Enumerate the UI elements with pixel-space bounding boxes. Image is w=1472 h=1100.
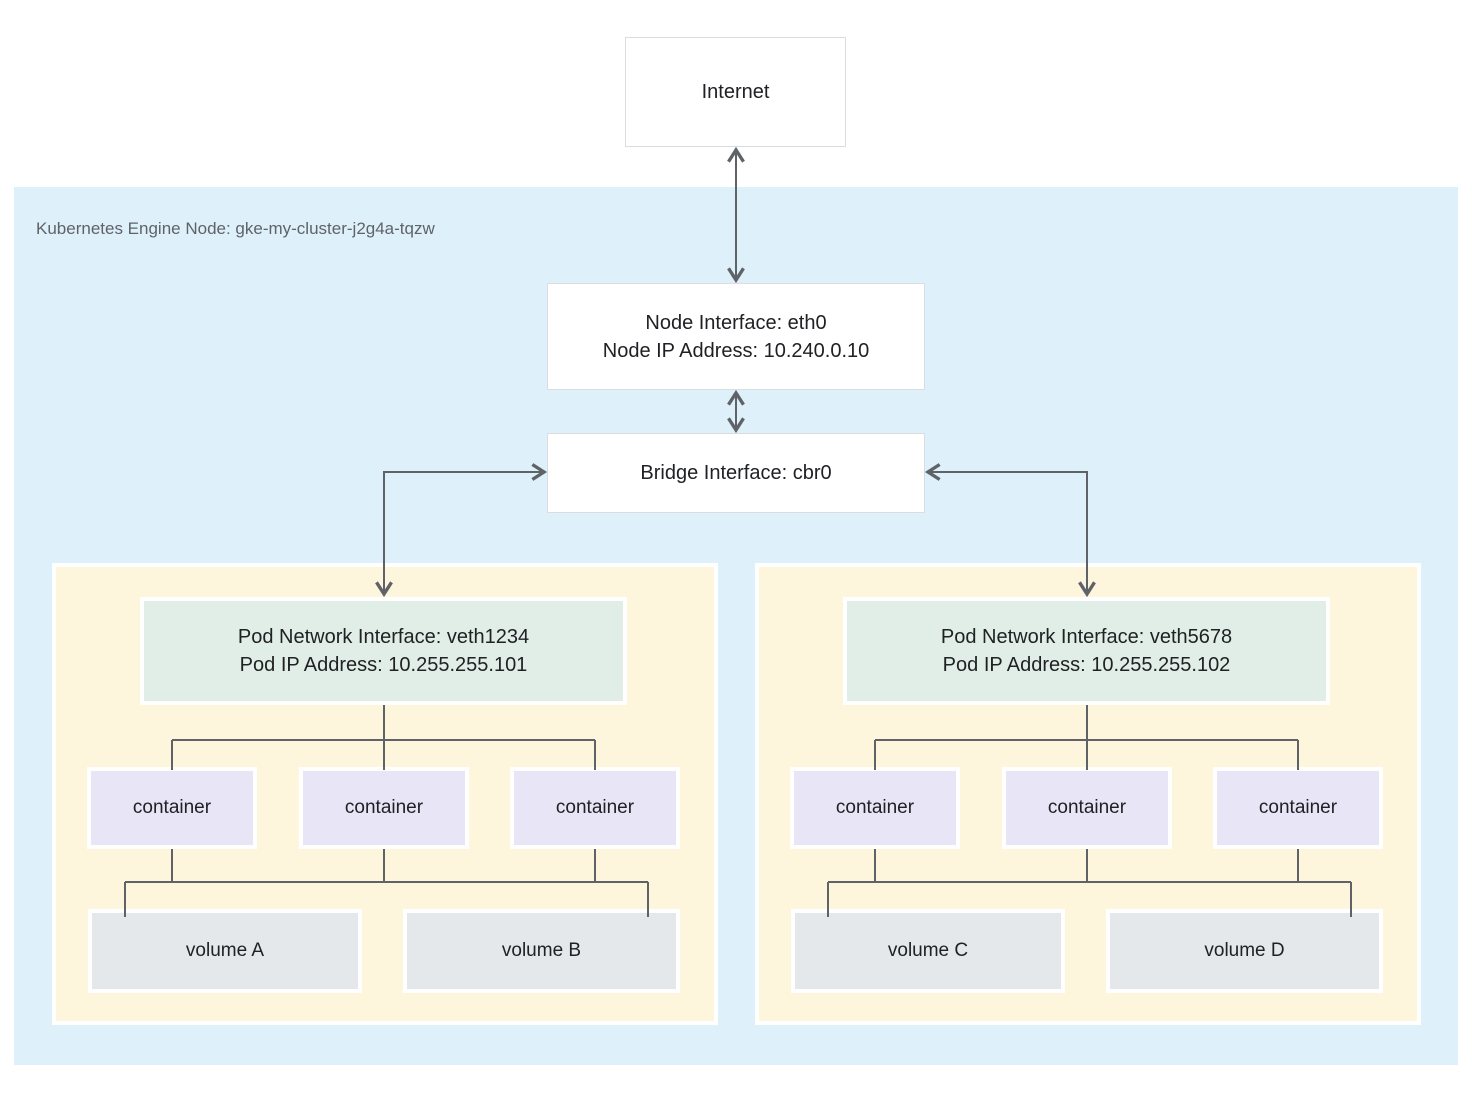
internet-label: Internet <box>701 81 770 103</box>
container-box: container <box>87 767 257 849</box>
container-box: container <box>510 767 680 849</box>
node-ip-address: Node IP Address: 10.240.0.10 <box>602 339 870 362</box>
pod-2-interface-name: Pod Network Interface: veth5678 <box>940 626 1233 648</box>
internet-box: Internet <box>625 37 846 147</box>
volume-box: volume C <box>791 909 1065 993</box>
volume-label: volume A <box>185 940 265 961</box>
container-box: container <box>1002 767 1172 849</box>
bridge-interface-label: Bridge Interface: cbr0 <box>640 462 832 484</box>
pod-2-ip-address: Pod IP Address: 10.255.255.102 <box>942 654 1231 676</box>
pod-1-interface-name: Pod Network Interface: veth1234 <box>237 626 530 648</box>
node-interface-box: Node Interface: eth0 Node IP Address: 10… <box>547 283 925 390</box>
volume-box: volume B <box>403 909 680 993</box>
container-label: container <box>835 797 915 818</box>
kubernetes-node-region-label: Kubernetes Engine Node: gke-my-cluster-j… <box>36 219 435 238</box>
volume-label: volume C <box>887 940 969 961</box>
container-box: container <box>790 767 960 849</box>
volume-label: volume B <box>501 940 582 961</box>
pod-1-region: Pod Network Interface: veth1234 Pod IP A… <box>52 563 718 1025</box>
node-interface-name: Node Interface: eth0 <box>645 311 827 334</box>
container-label: container <box>1258 797 1338 818</box>
pod-2-region: Pod Network Interface: veth5678 Pod IP A… <box>755 563 1421 1025</box>
pod-2-network-interface-box: Pod Network Interface: veth5678 Pod IP A… <box>843 597 1330 705</box>
pod-1-ip-address: Pod IP Address: 10.255.255.101 <box>239 654 528 676</box>
pod-1-network-interface-box: Pod Network Interface: veth1234 Pod IP A… <box>140 597 627 705</box>
volume-label: volume D <box>1204 940 1285 961</box>
volume-box: volume A <box>88 909 362 993</box>
bridge-interface-box: Bridge Interface: cbr0 <box>547 433 925 513</box>
container-label: container <box>132 797 212 818</box>
container-label: container <box>344 797 424 818</box>
container-box: container <box>299 767 469 849</box>
container-box: container <box>1213 767 1383 849</box>
volume-box: volume D <box>1106 909 1383 993</box>
container-label: container <box>1047 797 1127 818</box>
container-label: container <box>555 797 635 818</box>
